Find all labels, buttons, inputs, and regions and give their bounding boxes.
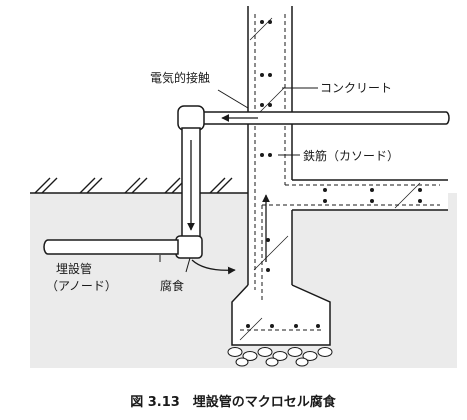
rebar-dots	[246, 20, 422, 328]
label-pipe: 埋設管	[56, 261, 92, 276]
label-anode: （アノード）	[46, 279, 117, 293]
figure-caption: 図 3.13 埋設管のマクロセル腐食	[130, 394, 337, 410]
label-corrosion: 腐食	[160, 278, 184, 293]
label-electrical-contact: 電気的接触	[150, 70, 210, 85]
leader-lines	[159, 87, 318, 273]
rebar	[240, 14, 440, 331]
current-flow-arrows	[187, 114, 270, 275]
gravel	[227, 347, 333, 367]
label-concrete: コンクリート	[320, 81, 392, 95]
ground-hatching	[34, 177, 233, 194]
concrete-structure	[227, 6, 448, 367]
label-rebar: 鉄筋（カソード）	[303, 148, 399, 163]
